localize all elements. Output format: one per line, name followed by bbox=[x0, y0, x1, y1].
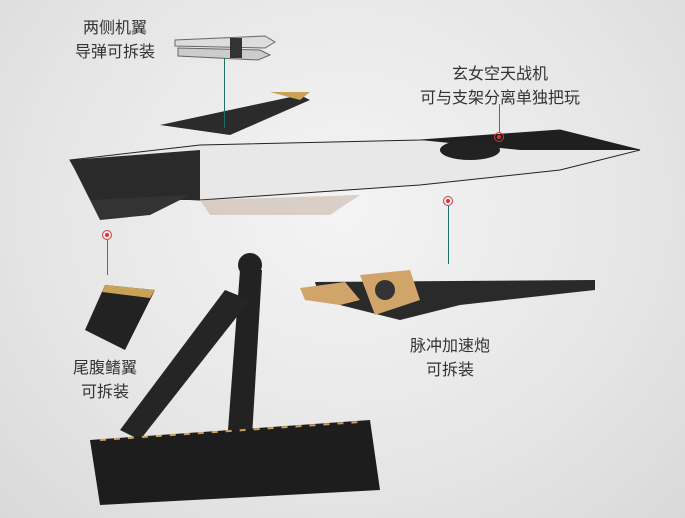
callout-spacecraft: 玄女空天战机 可与支架分离单独把玩 bbox=[400, 62, 600, 110]
spacecraft-leader-line bbox=[499, 104, 500, 132]
callout-pulse-cannon: 脉冲加速炮 可拆装 bbox=[395, 334, 505, 382]
spacecraft-image bbox=[69, 92, 641, 220]
callout-subtitle: 可与支架分离单独把玩 bbox=[419, 88, 580, 107]
callout-tail-fin: 尾腹鳍翼 可拆装 bbox=[50, 356, 160, 404]
tail-fin-marker bbox=[102, 230, 112, 240]
callout-wing-missiles: 两侧机翼 导弹可拆装 bbox=[60, 16, 170, 64]
tail-fin-leader-line bbox=[107, 240, 108, 275]
missiles-image bbox=[174, 35, 276, 61]
callout-subtitle: 可拆装 bbox=[80, 382, 129, 401]
spacecraft-marker bbox=[494, 132, 504, 142]
callout-title: 两侧机翼 bbox=[82, 18, 147, 37]
callout-title: 玄女空天战机 bbox=[451, 64, 548, 83]
callout-title: 脉冲加速炮 bbox=[409, 336, 490, 355]
tail-fin-image bbox=[85, 285, 155, 350]
cannon-marker bbox=[443, 196, 453, 206]
pulse-cannon-image bbox=[300, 270, 595, 320]
callout-title: 尾腹鳍翼 bbox=[72, 358, 137, 377]
missiles-leader-line bbox=[224, 58, 225, 128]
callout-subtitle: 可拆装 bbox=[425, 360, 474, 379]
cannon-leader-line bbox=[448, 206, 449, 264]
callout-subtitle: 导弹可拆装 bbox=[74, 42, 155, 61]
stand-image bbox=[90, 253, 380, 505]
